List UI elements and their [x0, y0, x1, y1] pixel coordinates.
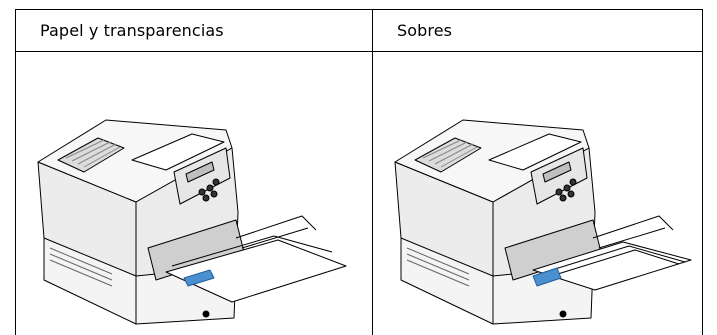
printer-paper-illustration	[16, 52, 372, 335]
header-paper: Papel y transparencias	[16, 10, 373, 52]
image-row	[16, 52, 703, 335]
media-table: Papel y transparencias Sobres	[15, 9, 703, 335]
header-envelopes: Sobres	[373, 10, 703, 52]
paper-illustration-cell	[16, 52, 373, 335]
header-row: Papel y transparencias Sobres	[16, 10, 703, 52]
printer-envelope-illustration	[373, 52, 702, 335]
envelope-illustration-cell	[373, 52, 703, 335]
